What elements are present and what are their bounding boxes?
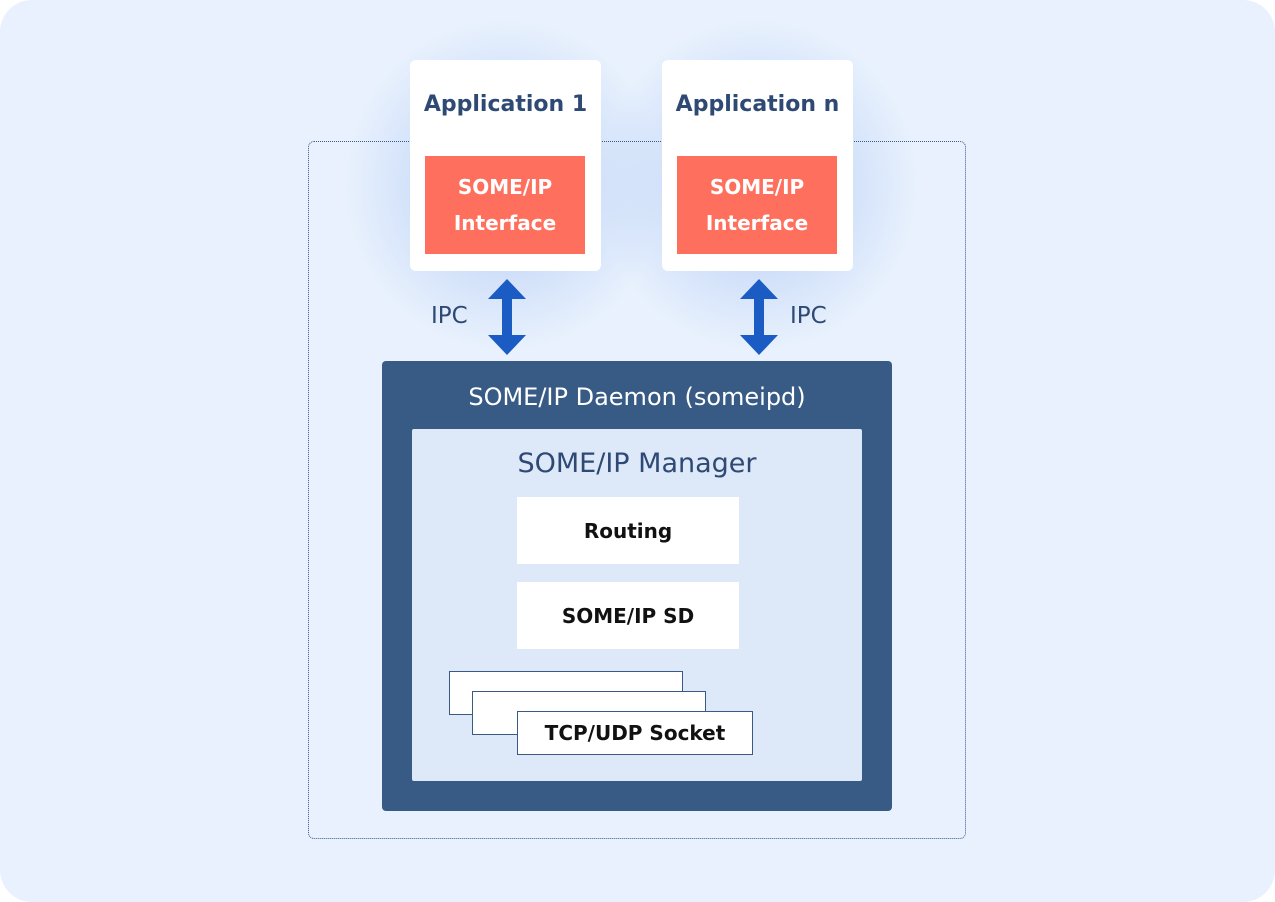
system-boundary xyxy=(308,141,966,839)
application-n-title: Application n xyxy=(675,92,840,117)
someip-daemon-box: SOME/IP Daemon (someipd) SOME/IP Manager… xyxy=(382,361,892,811)
application-1-someip-interface: SOME/IP Interface xyxy=(425,156,585,254)
interface-line-2: Interface xyxy=(453,211,557,235)
application-n-someip-interface: SOME/IP Interface xyxy=(677,156,837,254)
application-n-box: Application n SOME/IP Interface xyxy=(662,60,853,271)
ipc-arrow-right-icon xyxy=(740,279,778,355)
someip-manager-box: SOME/IP Manager Routing SOME/IP SD TCP/U… xyxy=(412,429,862,781)
ipc-label-right: IPC xyxy=(790,303,827,329)
someip-sd-box: SOME/IP SD xyxy=(517,582,739,649)
ipc-label-left: IPC xyxy=(431,303,468,329)
interface-line-2: Interface xyxy=(705,211,809,235)
interface-line-1: SOME/IP xyxy=(457,175,553,199)
ipc-arrow-left-icon xyxy=(488,279,526,355)
daemon-title: SOME/IP Daemon (someipd) xyxy=(468,383,806,411)
application-1-box: Application 1 SOME/IP Interface xyxy=(410,60,601,271)
interface-line-1: SOME/IP xyxy=(709,175,805,199)
manager-title: SOME/IP Manager xyxy=(517,448,757,479)
socket-label: TCP/UDP Socket xyxy=(544,721,726,745)
application-1-title: Application 1 xyxy=(423,92,588,117)
routing-box: Routing xyxy=(517,497,739,564)
tcp-udp-socket-box: TCP/UDP Socket xyxy=(517,711,753,755)
